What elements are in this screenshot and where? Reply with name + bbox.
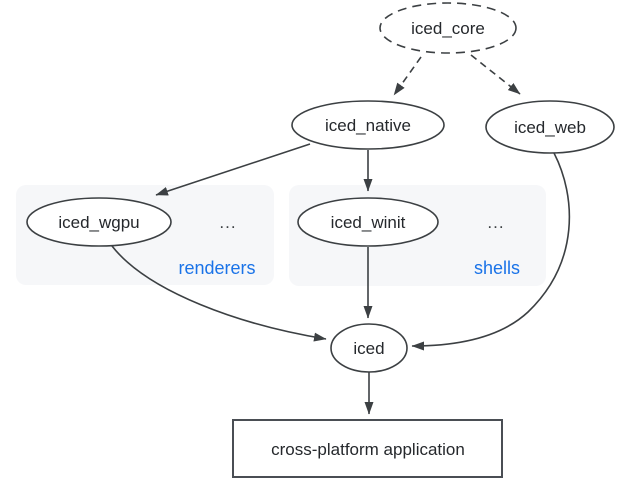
node-iced-native: [291, 100, 445, 150]
node-iced-winit: [297, 197, 439, 247]
edge-web-to-iced: [411, 152, 571, 351]
node-iced: [330, 323, 408, 373]
edge-native-to-wgpu: [155, 143, 311, 196]
node-iced-web: [485, 100, 615, 154]
shells-ellipsis: ...: [487, 213, 504, 232]
node-iced-wgpu: [26, 197, 172, 247]
node-iced-winit-label: iced_winit: [331, 213, 406, 232]
node-cross-platform-application: [232, 419, 503, 478]
renderers-group-label: renderers: [178, 258, 255, 278]
node-iced-core-label: iced_core: [411, 19, 485, 38]
node-cross-platform-application-label: cross-platform application: [271, 440, 465, 459]
edge-core-to-web: [470, 54, 521, 95]
node-iced-native-label: iced_native: [325, 116, 411, 135]
renderers-ellipsis: ...: [219, 213, 236, 232]
edge-core-to-native: [393, 56, 422, 96]
node-iced-label: iced: [353, 339, 384, 358]
edge-wgpu-to-iced: [111, 245, 327, 342]
node-iced-wgpu-label: iced_wgpu: [58, 213, 139, 232]
node-iced-web-label: iced_web: [514, 118, 586, 137]
node-iced-core: [379, 2, 517, 54]
shells-group-label: shells: [474, 258, 520, 278]
